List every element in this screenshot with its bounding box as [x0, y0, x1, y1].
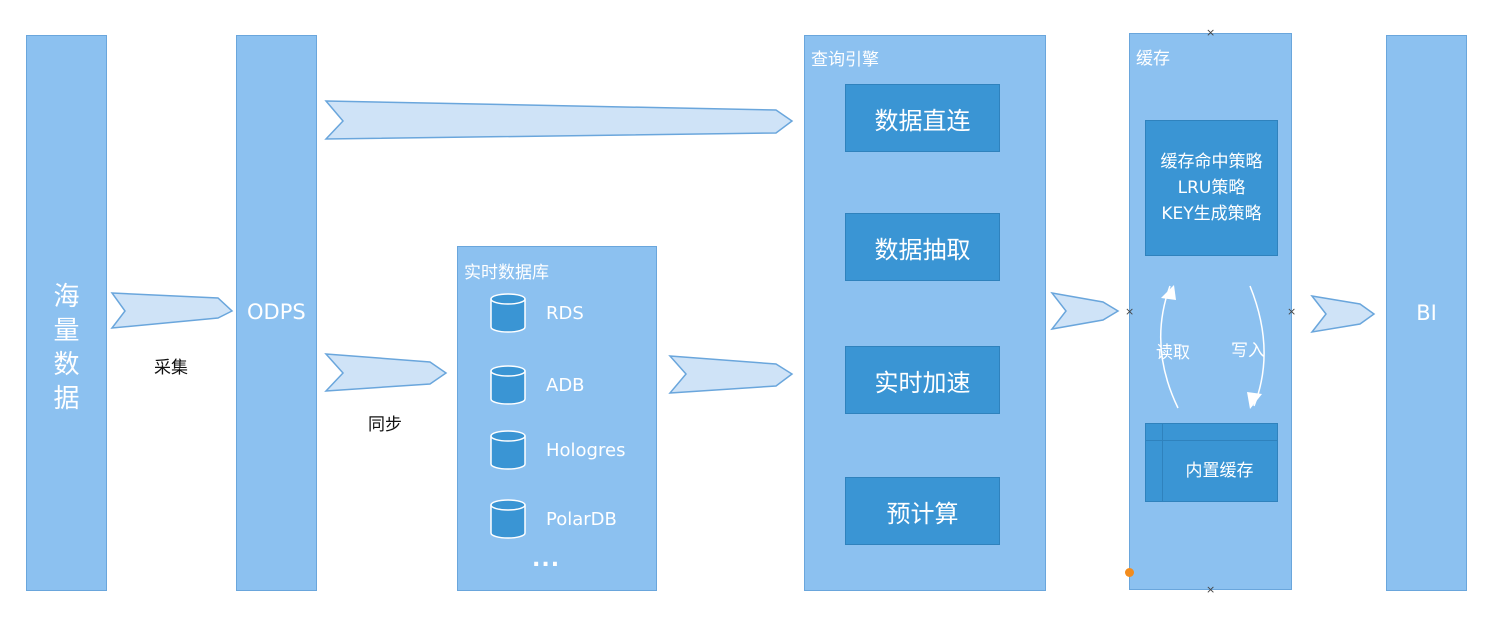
- odps-label: ODPS: [247, 300, 306, 324]
- db-item-label: ADB: [546, 374, 585, 396]
- database-icon: [490, 499, 526, 539]
- mode-precompute: 预计算: [845, 477, 1000, 545]
- bi-label: BI: [1416, 301, 1437, 325]
- database-icon: [490, 430, 526, 470]
- database-icon: [490, 365, 526, 405]
- db-item-label: RDS: [546, 302, 584, 324]
- rotate-handle[interactable]: [1125, 568, 1134, 577]
- arrow-realtime-to-engine: [668, 355, 794, 394]
- builtin-cache-box: 内置缓存: [1145, 423, 1278, 502]
- read-label: 读取: [1156, 343, 1190, 363]
- source-data-column: 海 量 数 据: [26, 35, 107, 591]
- mode-direct-connect: 数据直连: [845, 84, 1000, 152]
- arrow-direct: [324, 100, 794, 140]
- cache-strategy-item: KEY生成策略: [1161, 204, 1262, 224]
- realtime-db-panel: 实时数据库 RDS ADB Hologres PolarDB ...: [457, 246, 657, 591]
- write-arrowhead: [1247, 392, 1262, 409]
- table-header-line: [1146, 440, 1277, 441]
- arrow-sync: [324, 353, 448, 392]
- arrow-engine-to-cache: [1050, 291, 1120, 331]
- cache-strategy-item: LRU策略: [1177, 178, 1246, 198]
- source-data-label: 海 量 数 据: [53, 282, 80, 414]
- selection-handle[interactable]: ×: [1206, 583, 1216, 596]
- mode-data-extract: 数据抽取: [845, 213, 1000, 281]
- database-icon: [490, 293, 526, 333]
- builtin-cache-label: 内置缓存: [1185, 461, 1254, 481]
- cache-strategy-box: 缓存命中策略 LRU策略 KEY生成策略: [1145, 120, 1278, 256]
- db-item-rds: RDS: [490, 293, 584, 333]
- collect-label: 采集: [154, 358, 188, 378]
- db-item-hologres: Hologres: [490, 430, 625, 470]
- db-item-adb: ADB: [490, 365, 585, 405]
- odps-column: ODPS: [236, 35, 317, 591]
- db-item-polardb: PolarDB: [490, 499, 617, 539]
- realtime-db-title: 实时数据库: [464, 263, 549, 283]
- query-engine-panel: 查询引擎 数据直连 数据抽取 实时加速 预计算: [804, 35, 1046, 591]
- cache-panel: 缓存 缓存命中策略 LRU策略 KEY生成策略 读取 写入 内置缓存: [1129, 33, 1292, 590]
- arrow-collect: [110, 292, 234, 329]
- cache-strategy-list: 缓存命中策略 LRU策略 KEY生成策略: [1161, 149, 1263, 227]
- read-arrowhead: [1161, 285, 1176, 300]
- write-label: 写入: [1231, 341, 1265, 361]
- write-arc: [1249, 285, 1265, 407]
- table-side-line: [1162, 424, 1163, 501]
- db-item-label: Hologres: [546, 439, 626, 461]
- read-write-cycle: [1159, 285, 1265, 409]
- db-item-label: PolarDB: [546, 508, 617, 530]
- selection-handle[interactable]: ×: [1206, 26, 1216, 39]
- arrow-cache-to-bi: [1310, 294, 1376, 334]
- db-more-ellipsis: ...: [532, 547, 561, 572]
- selection-handle[interactable]: ×: [1287, 305, 1297, 318]
- cache-strategy-item: 缓存命中策略: [1160, 152, 1263, 172]
- selection-handle[interactable]: ×: [1125, 305, 1135, 318]
- sync-label: 同步: [368, 415, 402, 435]
- query-engine-title: 查询引擎: [811, 50, 879, 70]
- cache-title: 缓存: [1136, 49, 1170, 69]
- read-arc: [1159, 285, 1179, 409]
- mode-realtime-accel: 实时加速: [845, 346, 1000, 414]
- bi-column: BI: [1386, 35, 1467, 591]
